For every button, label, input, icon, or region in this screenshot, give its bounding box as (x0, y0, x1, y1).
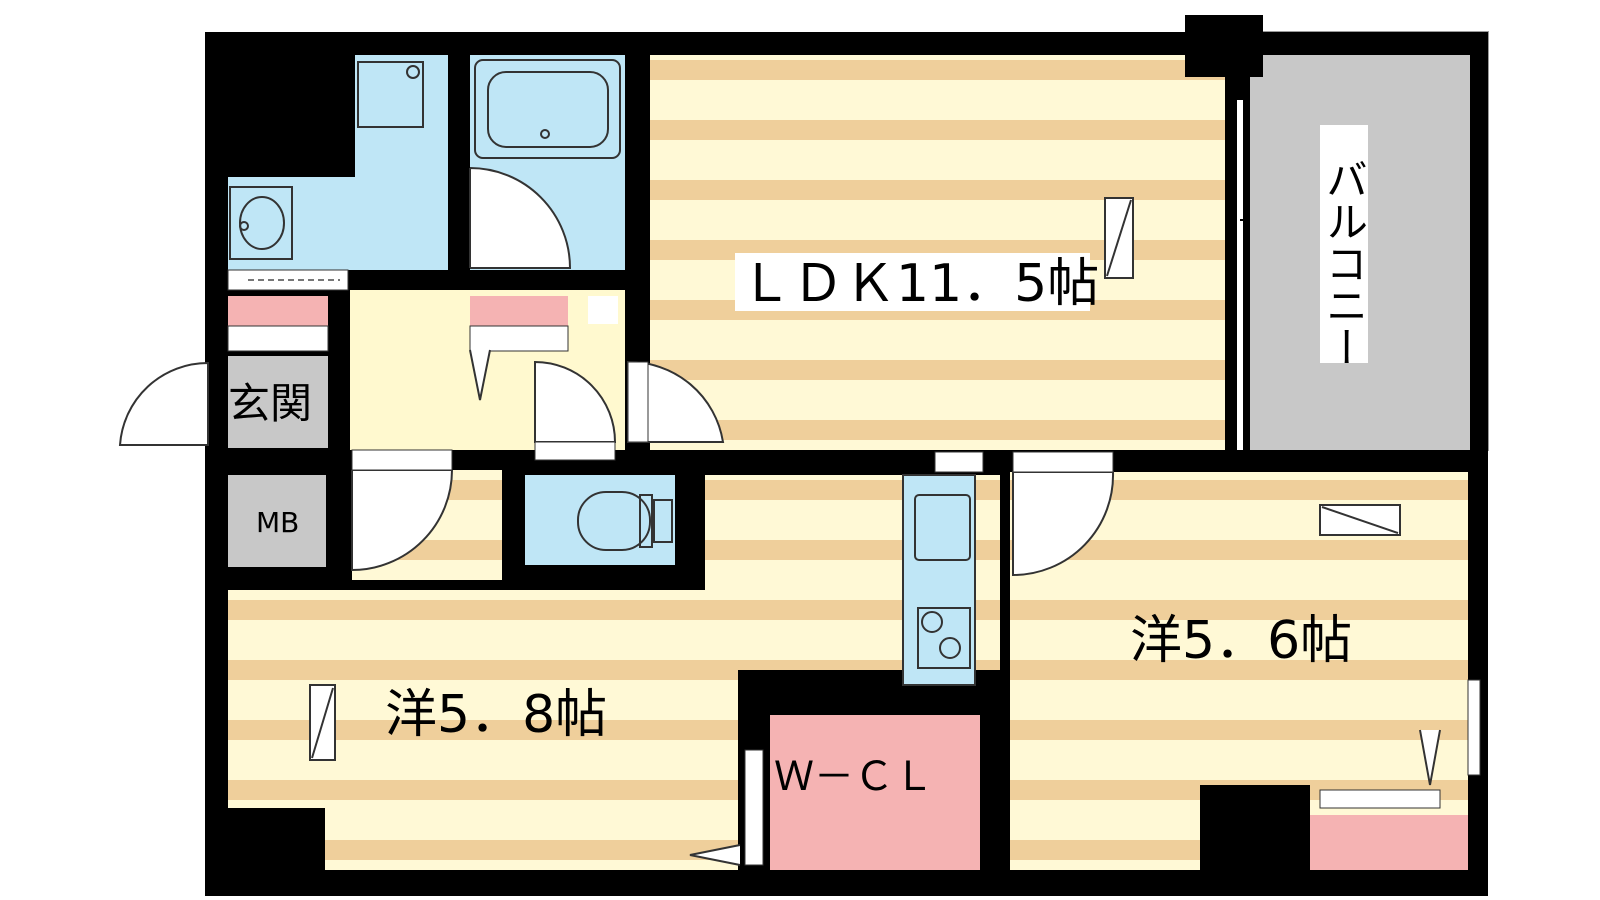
shoe-storage-left-base (227, 325, 329, 352)
bath-door-icon (469, 167, 572, 269)
right-room-marker-icon (1419, 729, 1441, 786)
western-right-label: 洋5．6帖 (1130, 611, 1352, 671)
bathtub-outer (474, 59, 621, 159)
western-left-label: 洋5．8帖 (385, 685, 607, 745)
wcl-label: Ｗ－ＣＬ (774, 754, 934, 800)
corner-post (1185, 15, 1263, 77)
ldk-label: ＬＤＫ11．5帖 (740, 254, 1099, 314)
toilet-door-icon (534, 360, 617, 443)
left-room-marker-icon (689, 844, 741, 866)
entrance-door-icon (118, 361, 209, 446)
mb-area (228, 475, 326, 567)
right-room-door-icon (1012, 471, 1115, 577)
right-room-wall-chunk (1200, 785, 1310, 896)
washroom-shelf (357, 61, 424, 128)
toilet-icon (577, 491, 651, 551)
shoe-storage-mid (470, 296, 568, 326)
right-room-window (1467, 679, 1481, 776)
mb-label: MB (256, 506, 299, 539)
kitchen-sink-icon (914, 494, 971, 561)
washroom-wall-block (205, 32, 355, 177)
shoe-storage-mid-base (469, 325, 569, 352)
left-room-wall-chunk (205, 808, 325, 896)
stove-burner-icon-2 (939, 637, 961, 659)
entrance-label: 玄関 (228, 379, 312, 428)
shoe-storage-left (228, 296, 328, 326)
entrance-area (228, 356, 328, 448)
wcl-area (770, 715, 980, 870)
ldk-floor (650, 55, 1225, 450)
stove-burner-icon (921, 611, 943, 633)
kitchen-counter (902, 474, 976, 686)
ldk-label-bg (735, 253, 1090, 311)
right-room-storage (1310, 815, 1468, 870)
pipe-shaft (588, 296, 618, 324)
sink-counter (229, 186, 293, 260)
hallway-marker-icon (469, 349, 491, 401)
bathtub-icon (487, 71, 609, 148)
balcony-label: バルコニー (1320, 158, 1369, 368)
balcony-label-bg (1320, 125, 1368, 363)
